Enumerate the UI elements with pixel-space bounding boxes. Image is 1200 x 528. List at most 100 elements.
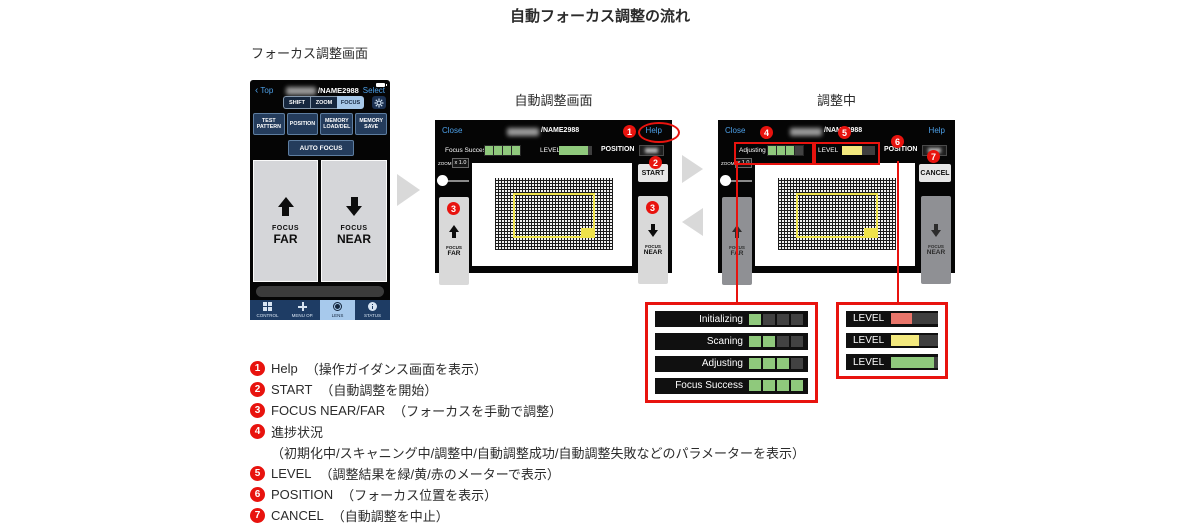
mode-tabs: SHIFT ZOOM FOCUS: [283, 96, 364, 109]
nav-item-lens[interactable]: LENS: [320, 300, 355, 320]
focus-near-button[interactable]: FOCUS NEAR: [321, 160, 387, 282]
help-highlight-ellipse: [638, 122, 680, 143]
legend-item: 1 Help （操作ガイダンス画面を表示）: [250, 358, 1180, 379]
gear-icon: [374, 98, 384, 107]
settings-gear-icon[interactable]: [372, 96, 386, 109]
level-row: LEVEL: [846, 332, 938, 349]
progress-row: Initializing: [655, 311, 808, 328]
page-title: 自動フォーカス調整の流れ: [509, 8, 690, 25]
adjusting-screen: Close /NAME2988 Help 4 5 6 7 Adjusting L…: [718, 120, 955, 285]
control-grid-icon: [263, 302, 272, 312]
battery-icon: [376, 83, 387, 87]
chevron-left-icon: ‹: [255, 85, 259, 96]
zoom-label: ZOOM: [438, 161, 452, 166]
position-value-box: [639, 145, 664, 156]
progress-states-box: Initializing Scaning Adjusting Focus Suc…: [645, 302, 818, 403]
device-name-redacted: [790, 128, 822, 136]
camera-preview: [755, 163, 915, 266]
level-bar-yellow: [891, 335, 938, 346]
focus-adjust-screen: ‹ Top /NAME2988 Select SHIFT ZOOM FOCUS …: [250, 80, 390, 320]
annotation-badge-3: 3: [646, 201, 659, 214]
function-buttons: TEST PATTERN POSITION MEMORY LOAD/DEL ME…: [253, 113, 387, 135]
down-arrow-icon: [931, 224, 941, 237]
level-bar-red: [891, 313, 938, 325]
tab-zoom[interactable]: ZOOM: [310, 96, 337, 109]
zoom-slider-knob[interactable]: [720, 175, 731, 186]
test-pattern-button[interactable]: TEST PATTERN: [253, 113, 285, 135]
memory-save-button[interactable]: MEMORY SAVE: [355, 113, 387, 135]
nav-item-menu-op[interactable]: MENU OP.: [285, 300, 320, 320]
zoom-label: ZOOM: [721, 161, 735, 166]
help-button[interactable]: Help: [928, 126, 945, 135]
level-label: LEVEL: [540, 147, 561, 154]
select-button[interactable]: Select: [362, 86, 385, 95]
legend-item: 6 POSITION （フォーカス位置を表示）: [250, 484, 1180, 505]
down-arrow-icon: [346, 196, 362, 216]
position-value-redacted: [645, 148, 658, 153]
callout-connector-line: [736, 161, 738, 302]
progress-meter: [749, 313, 803, 325]
progress-row: Focus Success: [655, 377, 808, 394]
device-name: /NAME2988: [541, 127, 580, 134]
annotation-badge-6: 6: [891, 135, 904, 148]
down-arrow-icon: [648, 224, 658, 237]
up-arrow-icon: [449, 225, 459, 238]
adjust-state-label: Adjusting: [739, 147, 766, 154]
level-row: LEVEL: [846, 311, 938, 327]
progress-row: Scaning: [655, 333, 808, 350]
adjust-state-meter: [767, 145, 804, 156]
level-row: LEVEL: [846, 354, 938, 371]
nav-item-control[interactable]: CONTROL: [250, 300, 285, 320]
bottom-nav: CONTROL MENU OP. LENS STATUS: [250, 300, 390, 320]
cancel-button[interactable]: CANCEL: [919, 164, 951, 182]
screen1-label: フォーカス調整画面: [251, 46, 369, 61]
top-back-button[interactable]: ‹ Top: [255, 85, 274, 96]
level-meter: [559, 146, 592, 155]
tab-shift[interactable]: SHIFT: [283, 96, 310, 109]
focus-frame-corner: [581, 228, 594, 237]
slider-track[interactable]: [256, 286, 384, 297]
progress-meter: [749, 380, 803, 392]
legend-item: 4 進捗状況: [250, 421, 1180, 442]
position-label: POSITION: [884, 146, 918, 153]
device-name: /NAME2988: [318, 86, 359, 95]
annotation-badge-7: 7: [927, 150, 940, 163]
memory-load-del-button[interactable]: MEMORY LOAD/DEL: [320, 113, 354, 135]
tab-focus[interactable]: FOCUS: [337, 96, 364, 109]
close-button[interactable]: Close: [442, 126, 463, 135]
flow-arrow-left-icon: [682, 208, 703, 236]
test-pattern-image: [495, 178, 613, 250]
progress-row: Adjusting: [655, 355, 808, 372]
level-highlight-rect: [814, 142, 880, 165]
annotation-badge-5: 5: [838, 126, 851, 139]
position-button[interactable]: POSITION: [286, 113, 319, 135]
start-button[interactable]: START: [638, 164, 668, 182]
progress-highlight-rect: [734, 142, 814, 165]
device-name-redacted: [507, 128, 539, 136]
up-arrow-icon: [277, 196, 294, 216]
screen2-label: 自動調整画面: [514, 93, 593, 108]
focus-area-frame: [513, 193, 595, 238]
focus-far-button[interactable]: FOCUS FAR: [253, 160, 318, 282]
annotation-badge-2: 2: [649, 156, 662, 169]
legend-item: 2 START （自動調整を開始）: [250, 379, 1180, 400]
close-button[interactable]: Close: [725, 126, 746, 135]
annotation-badge-1: 1: [623, 125, 636, 138]
zoom-slider-track[interactable]: [443, 180, 469, 182]
nav-item-status[interactable]: STATUS: [355, 300, 390, 320]
annotation-badge-3: 3: [447, 202, 460, 215]
adjust-state-meter: [484, 145, 521, 156]
level-bar-green: [891, 356, 938, 368]
screen3-label: 調整中: [816, 93, 856, 108]
zoom-slider-track[interactable]: [726, 180, 752, 182]
auto-focus-button[interactable]: AUTO FOCUS: [288, 140, 354, 156]
lens-icon: [333, 302, 342, 312]
test-pattern-image: [778, 178, 896, 250]
position-label: POSITION: [601, 146, 635, 153]
legend-item: 7 CANCEL （自動調整を中止）: [250, 505, 1180, 526]
adjust-state-label: Focus Success: [445, 147, 490, 154]
legend: 1 Help （操作ガイダンス画面を表示） 2 START （自動調整を開始） …: [250, 358, 1180, 526]
focus-area-frame: [796, 193, 878, 238]
focus-near-button-disabled: FOCUS NEAR: [921, 196, 951, 284]
zoom-slider-knob[interactable]: [437, 175, 448, 186]
